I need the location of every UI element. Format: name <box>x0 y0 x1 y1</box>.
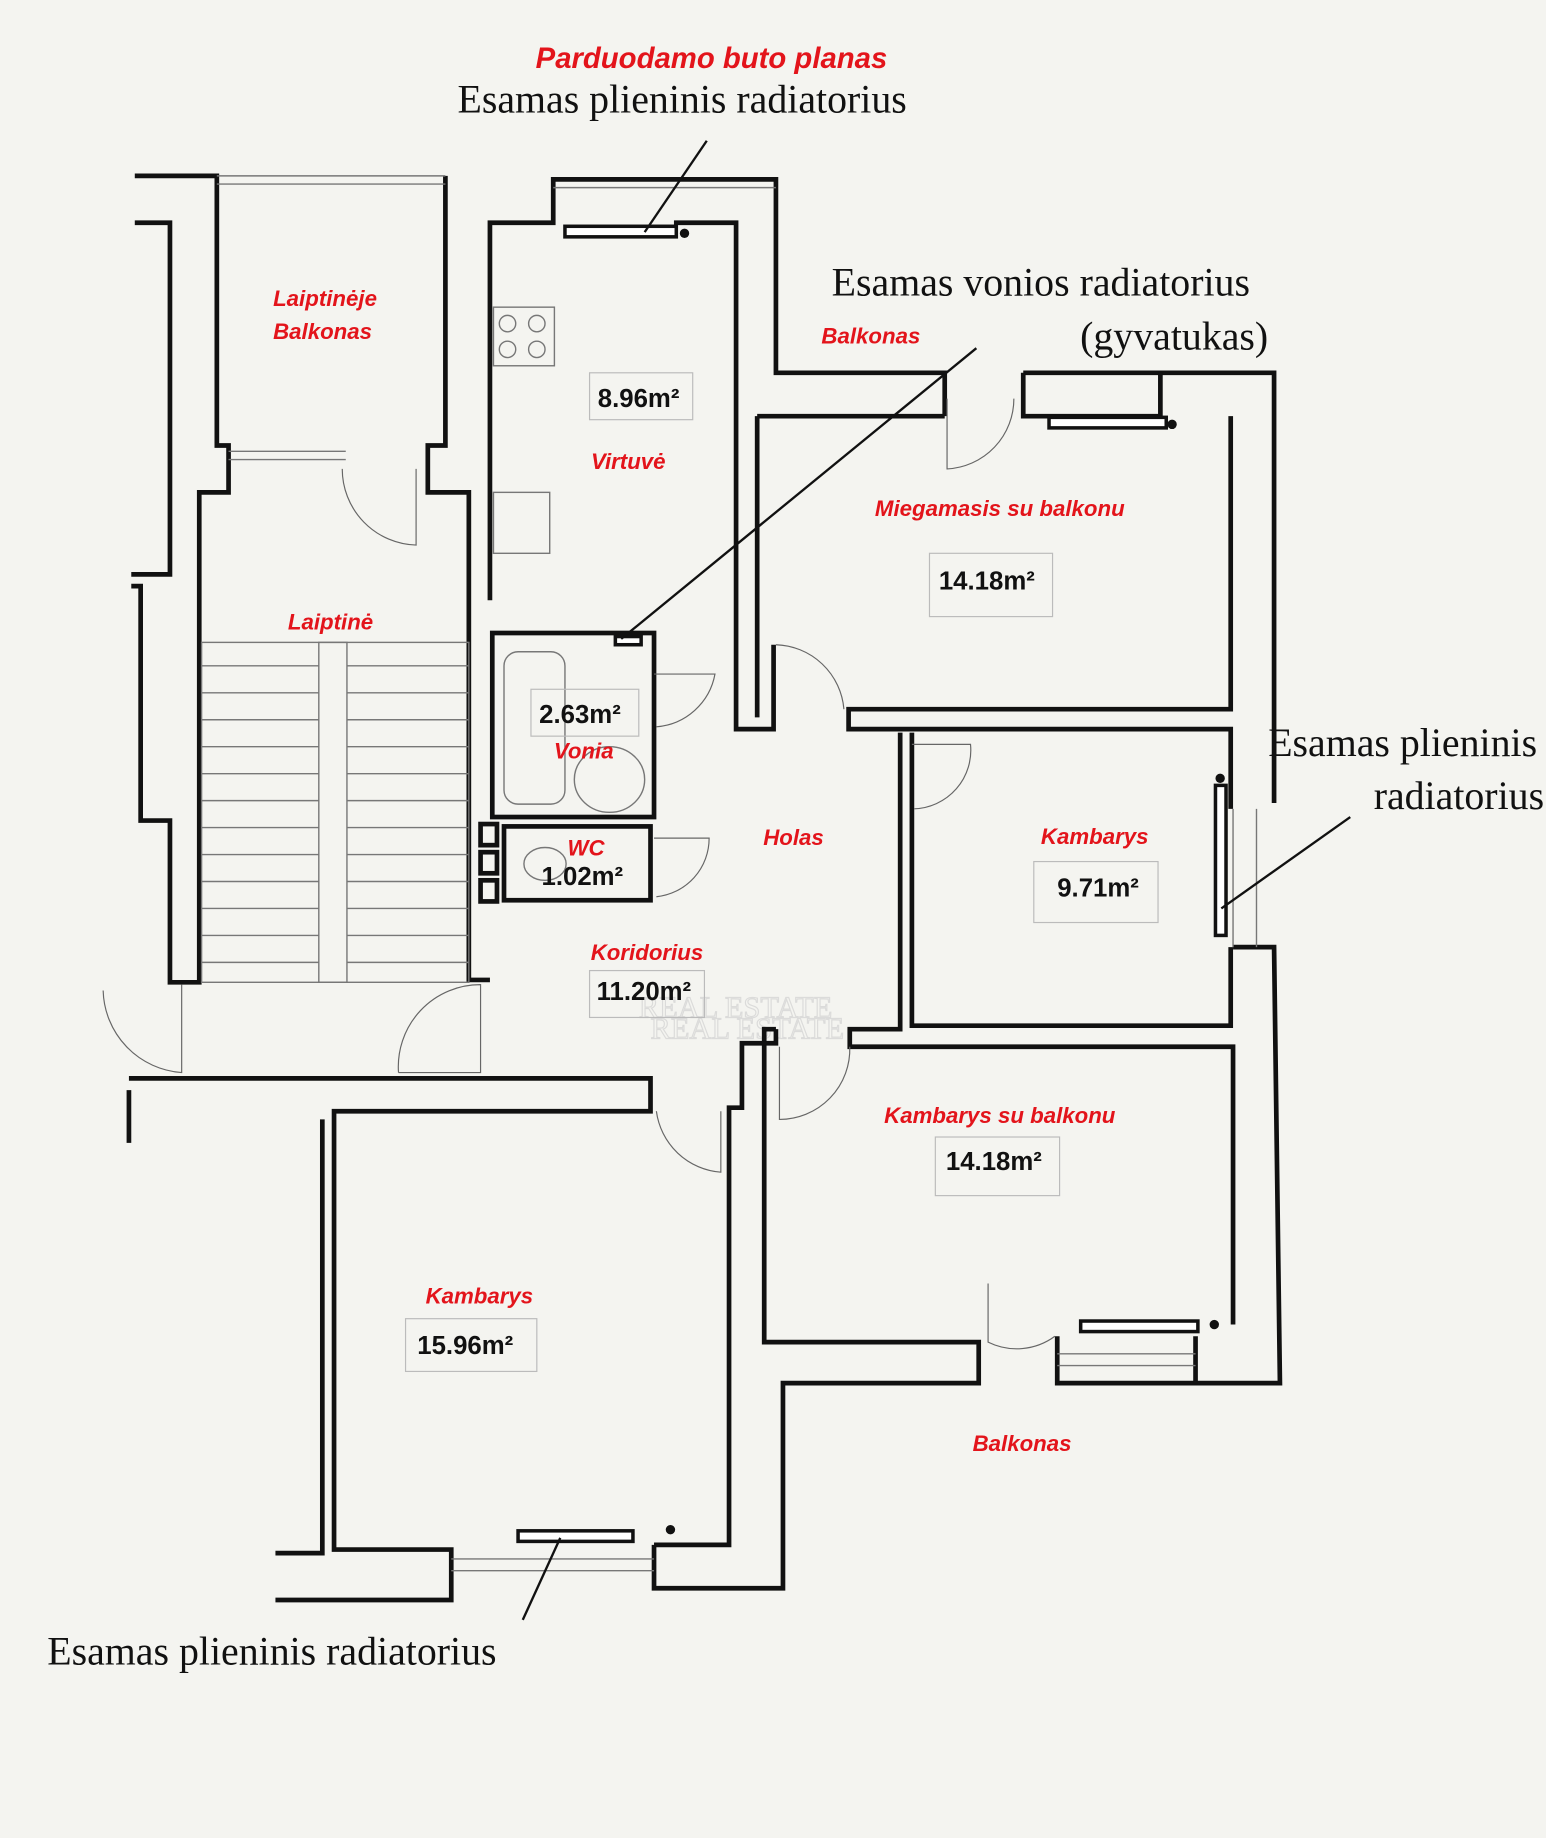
stairwell-label: Laiptinė <box>288 609 373 634</box>
kitchen-label: Virtuvė <box>591 449 666 474</box>
balcony-bottom-label: Balkonas <box>973 1431 1072 1456</box>
svg-text:REAL ESTATE: REAL ESTATE <box>651 1012 845 1046</box>
room-small-area: 9.71m² <box>1057 875 1139 903</box>
radiator-note-top: Esamas plieninis radiatorius <box>458 77 907 122</box>
room-large-label: Kambarys <box>426 1283 534 1308</box>
kitchen-area: 8.96m² <box>598 385 680 413</box>
radiator-note-right-line2: radiatorius <box>1374 773 1544 818</box>
radiator-note-bottom: Esamas plieninis radiatorius <box>47 1628 496 1673</box>
bathroom-walls <box>478 630 657 904</box>
shower-icon <box>573 745 646 814</box>
hall-label: Holas <box>763 825 824 850</box>
radiator-icon <box>563 224 679 239</box>
watermark: REAL ESTATE REAL ESTATE <box>638 990 845 1046</box>
radiator-icon <box>1213 783 1228 938</box>
radiator-icon <box>613 634 643 647</box>
radiator-icon <box>1047 415 1168 430</box>
plan-title: Parduodamo buto planas <box>536 42 888 75</box>
bedroom-label: Miegamasis su balkonu <box>875 496 1125 521</box>
radiator-icon <box>1078 1319 1200 1334</box>
bath-radiator-note-line2: (gyvatukas) <box>1080 313 1268 358</box>
sink-icon <box>492 491 551 555</box>
bedroom-area: 14.18m² <box>939 568 1035 596</box>
rooms-walls <box>126 370 1283 1603</box>
bathroom-label: Vonia <box>554 738 614 763</box>
doors <box>102 398 1056 1350</box>
staircase <box>200 641 470 983</box>
room-large-area: 15.96m² <box>417 1332 513 1360</box>
room-balcony-area: 14.18m² <box>946 1148 1042 1176</box>
bath-radiator-note-line1: Esamas vonios radiatorius <box>832 259 1250 304</box>
radiator-note-right-line1: Esamas plieninis <box>1268 720 1537 765</box>
bathroom-area: 2.63m² <box>539 701 621 729</box>
stove-icon <box>492 306 556 367</box>
svg-text:REAL ESTATE: REAL ESTATE <box>639 990 833 1024</box>
balcony-top-label: Balkonas <box>821 323 920 348</box>
wc-label: WC <box>568 836 606 861</box>
leader-lines <box>521 140 1351 1621</box>
room-small-label: Kambarys <box>1041 824 1149 849</box>
corridor-area: 11.20m² <box>597 978 692 1006</box>
kitchen-walls <box>487 177 948 732</box>
stair-balcony-label-2: Balkonas <box>273 319 372 344</box>
radiator-icon <box>516 1529 635 1544</box>
toilet-icon <box>523 846 567 882</box>
room-balcony-label: Kambarys su balkonu <box>884 1103 1116 1128</box>
corridor-label: Koridorius <box>591 940 704 965</box>
radiators <box>516 224 1228 1544</box>
bathtub-icon <box>503 651 566 805</box>
stair-balcony-label-1: Laiptinėje <box>273 286 377 311</box>
wc-area: 1.02m² <box>542 863 624 891</box>
